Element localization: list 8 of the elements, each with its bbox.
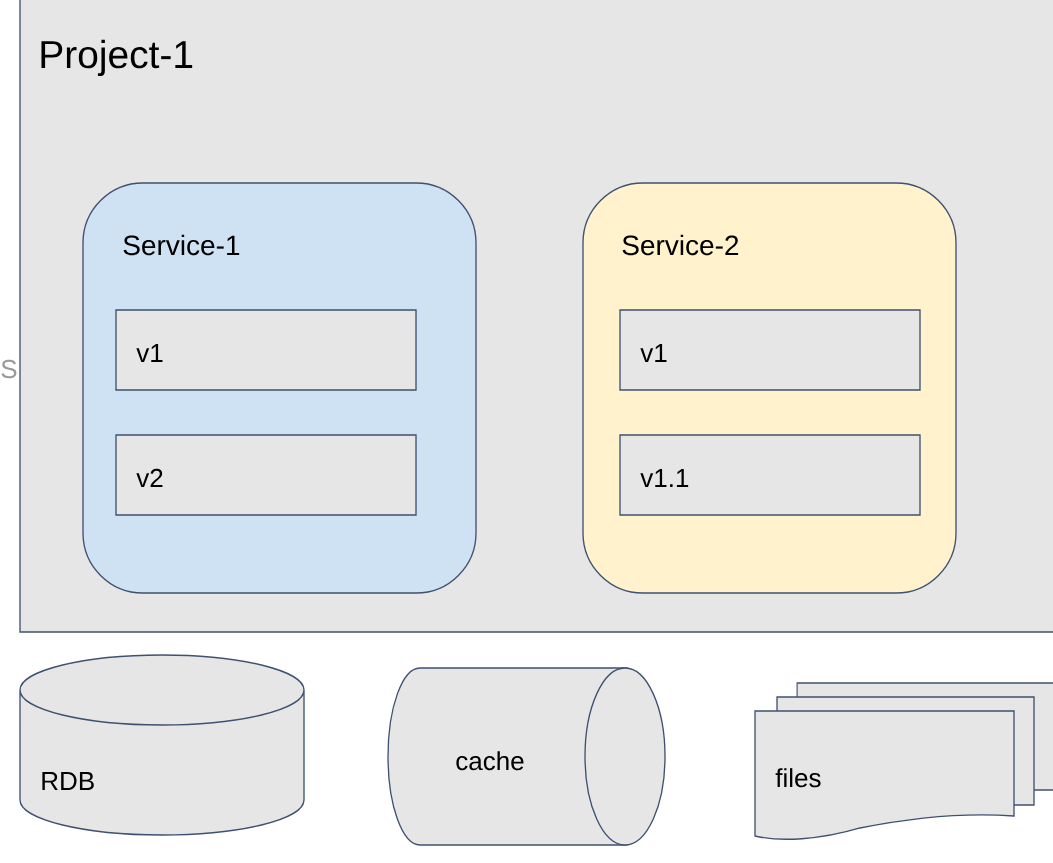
database-cylinder: RDB <box>19 654 305 836</box>
version-box: v1 <box>619 309 921 391</box>
version-box: v1.1 <box>619 434 921 516</box>
cache-cylinder: cache <box>387 667 666 846</box>
cut-off-letter: S <box>1 359 17 379</box>
version-box: v2 <box>115 434 417 516</box>
version-box: v1 <box>115 309 417 391</box>
document-stack: files <box>754 682 1053 840</box>
